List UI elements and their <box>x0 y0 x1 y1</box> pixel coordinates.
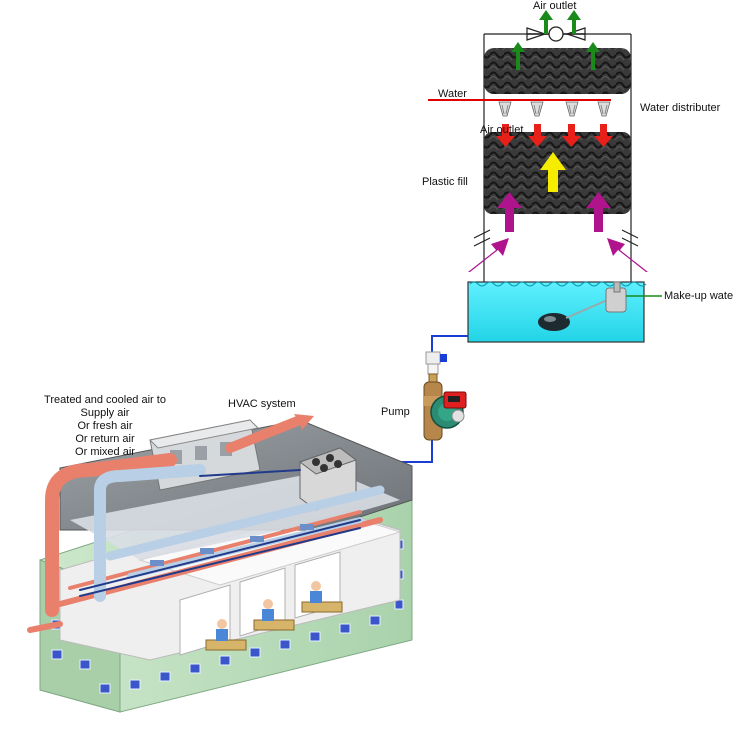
return-ducts <box>79 464 385 602</box>
water-distributer-label: Water distributer <box>640 102 721 114</box>
air-inlet-louvers <box>473 229 639 247</box>
makeup-water-label: Make-up water <box>664 290 733 302</box>
building <box>27 414 413 713</box>
air-outlet-top-label: Air outlet <box>533 0 577 12</box>
water-down-arrows <box>496 124 613 147</box>
plastic-fill-label: Plastic fill <box>422 176 468 188</box>
rooftop-chiller <box>298 447 358 511</box>
treated-line-3: Or fresh air <box>77 420 133 432</box>
pump-label: Pump <box>381 406 410 418</box>
air-outlet-mid-label: Air outlet <box>480 124 524 136</box>
hot-air-arrow <box>540 152 566 192</box>
air-up-arrows <box>497 192 611 232</box>
office-occupants <box>205 581 343 651</box>
treated-line-4: Or return air <box>75 433 135 445</box>
air-inlet-arrows <box>468 238 648 272</box>
treated-line-2: Supply air <box>80 407 130 419</box>
float-valve <box>538 281 662 331</box>
fan-symbol <box>526 26 586 42</box>
pump-piping <box>356 335 468 463</box>
water-distributer-nozzles <box>498 101 611 117</box>
air-outlet-arrows <box>511 10 600 70</box>
supply-air-arrow <box>270 414 314 436</box>
drift-eliminator <box>484 48 631 94</box>
treated-line-1: Treated and cooled air to <box>44 394 166 406</box>
treated-air-label: Treated and cooled air to Supply air Or … <box>40 394 170 459</box>
water-label: Water <box>438 88 467 100</box>
pump <box>423 381 467 441</box>
hvac-system-label: HVAC system <box>228 398 296 410</box>
valve <box>425 351 447 383</box>
cooling-tower <box>428 10 662 343</box>
treated-line-5: Or mixed air <box>75 446 135 458</box>
ceiling-diffusers <box>150 524 314 566</box>
